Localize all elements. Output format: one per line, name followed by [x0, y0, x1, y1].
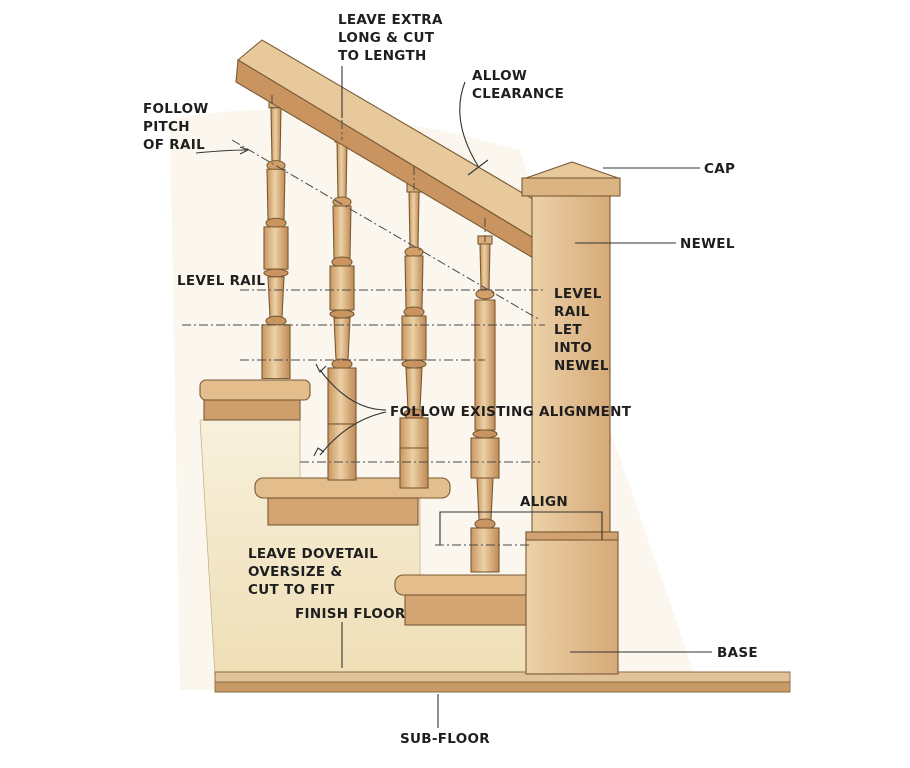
label-cap: CAP — [704, 161, 735, 177]
label-follow-pitch: FOLLOW PITCH OF RAIL — [143, 101, 214, 153]
leader-lines — [195, 66, 712, 728]
label-finish-floor: FINISH FLOOR — [295, 606, 406, 622]
baluster-2 — [327, 133, 357, 481]
label-newel: NEWEL — [680, 236, 735, 252]
label-sub-floor: SUB-FLOOR — [400, 731, 490, 747]
label-level-rail: LEVEL RAIL — [177, 273, 265, 289]
baluster-3 — [399, 183, 429, 489]
label-leave-dovetail: LEAVE DOVETAIL OVERSIZE & CUT TO FIT — [248, 546, 383, 598]
middle-tread — [254, 477, 451, 526]
label-align: ALIGN — [520, 494, 568, 510]
label-base: BASE — [717, 645, 758, 661]
lower-tread — [394, 574, 536, 626]
label-allow-clearance: ALLOW CLEARANCE — [472, 68, 564, 102]
guide-lines — [182, 95, 545, 546]
label-follow-alignment: FOLLOW EXISTING ALIGNMENT — [390, 404, 632, 420]
upper-tread — [199, 379, 311, 421]
finish-floor — [214, 671, 791, 693]
label-level-rail-let-into-newel: LEVEL RAIL LET INTO NEWEL — [554, 286, 609, 374]
newel-post — [521, 161, 621, 675]
label-leave-extra: LEAVE EXTRA LONG & CUT TO LENGTH — [338, 12, 448, 64]
